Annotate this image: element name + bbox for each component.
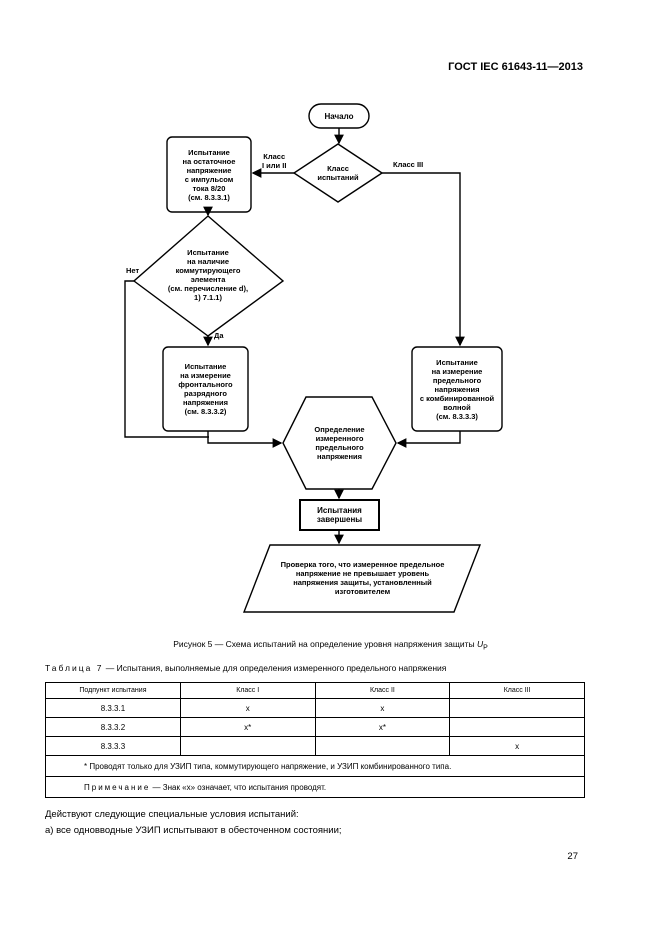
table-title-prefix: Таблица 7 <box>45 663 104 673</box>
table-footnote: * Проводят только для УЗИП типа, коммути… <box>45 755 585 777</box>
figure-caption: Рисунок 5 — Схема испытаний на определен… <box>0 639 661 652</box>
hex-determine-label: Определение измеренного предельного напр… <box>292 410 387 476</box>
box-done-line: завершены <box>316 515 363 524</box>
table-cell: 8.3.3.3 <box>45 736 181 756</box>
table-row: 8.3.3.1 x x <box>45 698 585 718</box>
table-cell <box>449 698 585 718</box>
hex-determine-line: Определение <box>314 425 365 434</box>
box-residual-line: (см. 8.3.3.1) <box>188 192 230 202</box>
box-combined-line: напряжения <box>434 384 480 394</box>
table-cell <box>179 736 316 756</box>
table-cell: x <box>314 698 451 718</box>
decision-class-line: испытаний <box>317 173 359 182</box>
box-combined-line: волной <box>443 402 471 412</box>
box-residual-label: Испытание на остаточное напряжение с имп… <box>167 137 251 212</box>
para-check-line: Проверка того, что измеренное предельное <box>280 560 445 569</box>
table-note-label: Примечание <box>84 782 151 792</box>
figure-caption-symbol: U <box>476 639 484 649</box>
box-front <box>162 346 249 432</box>
box-combined <box>411 346 503 432</box>
box-combined-line: (см. 8.3.3.3) <box>436 411 478 421</box>
para-check <box>242 544 482 613</box>
hex-determine-line: предельного <box>315 443 364 452</box>
flowchart-diagram <box>124 103 503 613</box>
page-number: 27 <box>567 851 578 862</box>
decision-switch-label: Испытание на наличие коммутирующего элем… <box>140 244 276 306</box>
table-cell: x* <box>179 717 316 737</box>
para-check-line: изготовителем <box>334 587 391 596</box>
branch-left-line: I или II <box>262 161 287 170</box>
box-combined-line: предельного <box>432 375 482 385</box>
table-cell: x <box>179 698 316 718</box>
box-combined-line: на измерение <box>431 366 483 376</box>
decision-switch-line: Испытание <box>187 248 229 257</box>
decision-switch-line: элемента <box>190 275 226 284</box>
box-residual-line: с импульсом <box>184 174 234 184</box>
box-residual-line: тока 8/20 <box>192 183 226 193</box>
figure-caption-text: Рисунок 5 — Схема испытаний на определен… <box>173 639 477 649</box>
box-done-label: Испытания завершены <box>300 500 379 530</box>
decision-switch-line: на наличие <box>187 257 229 266</box>
box-done-line: Испытания <box>317 506 362 515</box>
table-header-row: Подпункт испытания Класс I Класс II Клас… <box>45 682 585 699</box>
box-front-line: Испытание <box>184 362 227 371</box>
table-note-row: Примечание — Знак «х» означает, что испы… <box>45 776 585 798</box>
label-yes: Да <box>214 331 224 340</box>
decision-switch-line: коммутирующего <box>175 266 241 275</box>
box-combined-label: Испытание на измерение предельного напря… <box>412 347 502 431</box>
decision-class <box>292 143 384 203</box>
hex-determine <box>282 396 397 490</box>
table-row: 8.3.3.2 x* x* <box>45 717 585 737</box>
table-header-cell: Класс II <box>314 682 451 699</box>
body-item-a: а) все одновводные УЗИП испытывают в обе… <box>45 825 342 836</box>
para-check-line: напряжение не превышает уровень <box>295 569 430 578</box>
branch-left-label: Класс I или II <box>262 152 286 170</box>
table-cell: x <box>449 736 585 756</box>
start-label: Начало <box>324 111 354 121</box>
table-cell <box>449 717 585 737</box>
hex-determine-line: измеренного <box>315 434 364 443</box>
table-cell: x* <box>314 717 451 737</box>
para-check-line: напряжения защиты, установленный <box>293 578 432 587</box>
decision-switch-line: 1) 7.1.1) <box>194 293 222 302</box>
box-combined-line: с комбинированной <box>419 393 495 403</box>
table-title: Таблица 7 — Испытания, выполняемые для о… <box>45 663 446 673</box>
table-cell: 8.3.3.1 <box>45 698 181 718</box>
box-front-label: Испытание на измерение фронтального разр… <box>163 347 248 431</box>
box-residual-line: на остаточное <box>182 156 236 166</box>
decision-switch-line: (см. перечисление d), <box>167 284 249 293</box>
label-no: Нет <box>126 266 140 275</box>
table-cell: 8.3.3.2 <box>45 717 181 737</box>
table-title-text: — Испытания, выполняемые для определения… <box>103 663 447 673</box>
box-front-line: напряжения <box>183 398 228 407</box>
box-residual-line: напряжение <box>186 165 232 175</box>
decision-class-line: Класс <box>327 164 349 173</box>
table-note-text: — Знак «х» означает, что испытания прово… <box>150 782 327 792</box>
standard-header: ГОСТ IEC 61643-11—2013 <box>448 61 583 73</box>
branch-left-line: Класс <box>263 152 286 161</box>
para-check-label: Проверка того, что измеренное предельное… <box>250 548 475 608</box>
box-front-line: разрядного <box>184 389 227 398</box>
branch-right-label: Класс III <box>393 160 424 169</box>
body-intro: Действуют следующие специальные условия … <box>45 809 299 820</box>
figure-caption-subscript: P <box>483 644 488 652</box>
table-note: Примечание — Знак «х» означает, что испы… <box>45 776 585 798</box>
table-header-cell: Класс I <box>179 682 316 699</box>
box-front-line: (см. 8.3.3.2) <box>184 407 227 416</box>
hex-determine-line: напряжения <box>317 452 362 461</box>
table-header-cell: Подпункт испытания <box>45 682 181 699</box>
box-front-line: фронтального <box>178 380 233 389</box>
table-footnote-row: * Проводят только для УЗИП типа, коммути… <box>45 755 585 777</box>
table-header-cell: Класс III <box>449 682 585 699</box>
table-row: 8.3.3.3 x <box>45 736 585 756</box>
table-cell <box>314 736 451 756</box>
box-combined-line: Испытание <box>436 357 478 367</box>
box-residual-line: Испытание <box>188 147 230 157</box>
decision-class-label: Класс испытаний <box>306 158 370 188</box>
box-front-line: на измерение <box>180 371 231 380</box>
table-7: Подпункт испытания Класс I Класс II Клас… <box>45 682 585 798</box>
